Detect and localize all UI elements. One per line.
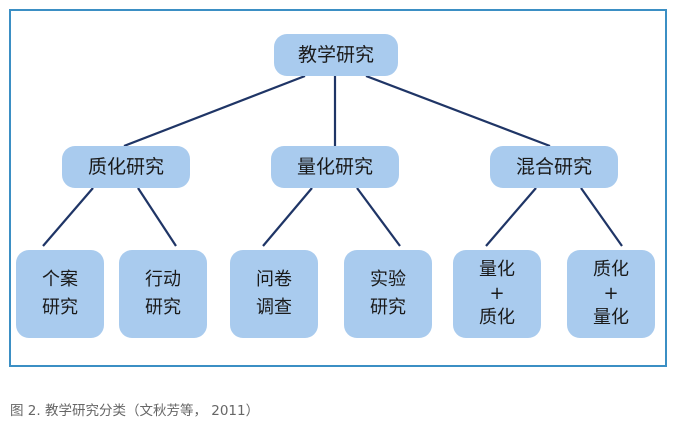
- leaf-action-research: 行动 研究: [119, 250, 207, 338]
- leaf-line: 问卷: [256, 269, 292, 291]
- link-quant-experiment: [356, 187, 401, 247]
- link-mixed-qualquant: [580, 187, 623, 247]
- link-mixed-quantqual: [485, 187, 537, 247]
- leaf-line: 研究: [42, 297, 78, 318]
- leaf-line: 研究: [370, 297, 406, 318]
- leaf-line: 质化: [479, 307, 515, 329]
- link-root-mixed: [365, 74, 551, 148]
- leaf-line: 实验: [370, 269, 406, 291]
- link-root-qualitative: [123, 74, 306, 148]
- leaf-line: 调查: [256, 297, 292, 318]
- leaf-qualitative-plus-quantitative: 质化 + 量化: [567, 250, 655, 338]
- leaf-line: 个案: [42, 269, 78, 291]
- leaf-experimental-research: 实验 研究: [344, 250, 432, 338]
- leaf-questionnaire-survey: 问卷 调查: [230, 250, 318, 338]
- node-quantitative-research: 量化研究: [271, 146, 399, 188]
- leaf-line: 行动: [145, 269, 181, 291]
- link-qual-case: [42, 187, 94, 247]
- leaf-line: 量化: [593, 307, 629, 329]
- root-node: 教学研究: [274, 34, 398, 76]
- node-qualitative-research: 质化研究: [62, 146, 190, 188]
- leaf-plus: +: [603, 282, 619, 304]
- leaf-case-study: 个案 研究: [16, 250, 104, 338]
- leaf-plus: +: [489, 282, 505, 304]
- leaf-line: 量化: [479, 258, 515, 280]
- node-mixed-research: 混合研究: [490, 146, 618, 188]
- link-qual-action: [137, 187, 177, 247]
- figure-caption: 图 2. 教学研究分类（文秋芳等， 2011）: [10, 403, 260, 419]
- leaf-quantitative-plus-qualitative: 量化 + 质化: [453, 250, 541, 338]
- leaf-line: 质化: [593, 258, 629, 280]
- link-quant-survey: [262, 187, 313, 247]
- leaf-line: 研究: [145, 297, 181, 318]
